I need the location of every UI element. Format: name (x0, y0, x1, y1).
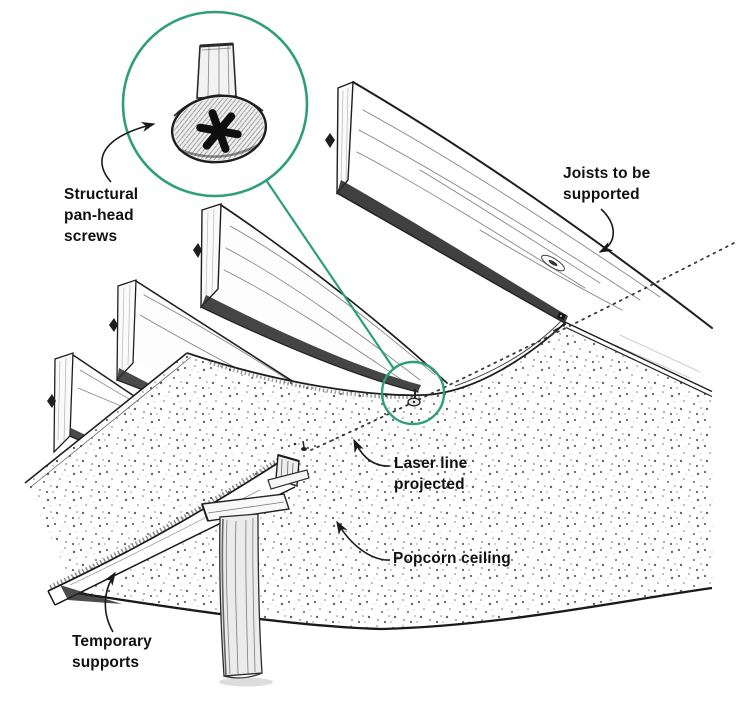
popcorn-ceiling (24, 312, 714, 631)
screw-shank (196, 42, 237, 99)
ceiling-screw-detail (407, 389, 421, 407)
label-structural-pan-head-screws: Structural pan-head screws (64, 184, 138, 247)
support-top-plate (201, 493, 290, 522)
knot-notch (325, 133, 335, 148)
detail-circle-small (380, 360, 446, 426)
joists-leader-arrow (598, 208, 615, 253)
temporary-support (47, 454, 310, 687)
wood-knot (541, 254, 565, 272)
label-line: Joists to be (563, 165, 651, 182)
label-line: screws (64, 228, 118, 245)
ceiling-stipple (25, 322, 713, 629)
beam-shadow-wedge (60, 585, 122, 604)
label-line: Structural (64, 186, 139, 203)
wood-knot-center (548, 259, 558, 267)
temporary-supports-leader-arrow (104, 571, 116, 633)
post-shadow (219, 677, 273, 687)
label-line: supports (72, 654, 140, 671)
label-line: Temporary (72, 633, 152, 650)
joist-2 (193, 203, 448, 393)
label-line: Laser line (394, 455, 468, 472)
ceiling-screw-junction (552, 312, 567, 332)
support-post (219, 513, 273, 687)
label-popcorn-ceiling: Popcorn ceiling (393, 548, 511, 569)
knot-notch (193, 243, 202, 258)
ceiling-screw-left (293, 440, 307, 451)
label-line: projected (394, 476, 465, 493)
label-laser-line-projected: Laser line projected (394, 453, 467, 495)
ceiling-bottom-edge (76, 586, 713, 631)
joist-3 (109, 279, 301, 392)
label-line: pan-head (64, 207, 134, 224)
joists-group (47, 80, 713, 454)
label-line: supported (563, 186, 640, 203)
structural-screws-leader-arrow (101, 122, 156, 183)
leader-arrows (101, 122, 615, 633)
cross-block-lip (267, 469, 310, 490)
label-line: Popcorn ceiling (393, 550, 511, 567)
popcorn-ceiling-leader-arrow (336, 520, 391, 561)
crushed-popcorn-shadow (209, 361, 421, 400)
beam-ceiling-contact-shadow (49, 457, 281, 589)
knot-notch (47, 394, 56, 408)
laser-line-leader-arrow (353, 438, 391, 467)
label-joists-to-be-supported: Joists to be supported (563, 163, 650, 205)
label-temporary-supports: Temporary supports (72, 631, 152, 673)
sagging-ceiling-edge (186, 321, 567, 397)
panhead-screw-magnified (170, 42, 268, 164)
knot-notch (109, 318, 118, 332)
magnifier-connector-line (265, 179, 395, 370)
joist-1 (325, 80, 713, 398)
laser-line-dotted (310, 242, 735, 451)
